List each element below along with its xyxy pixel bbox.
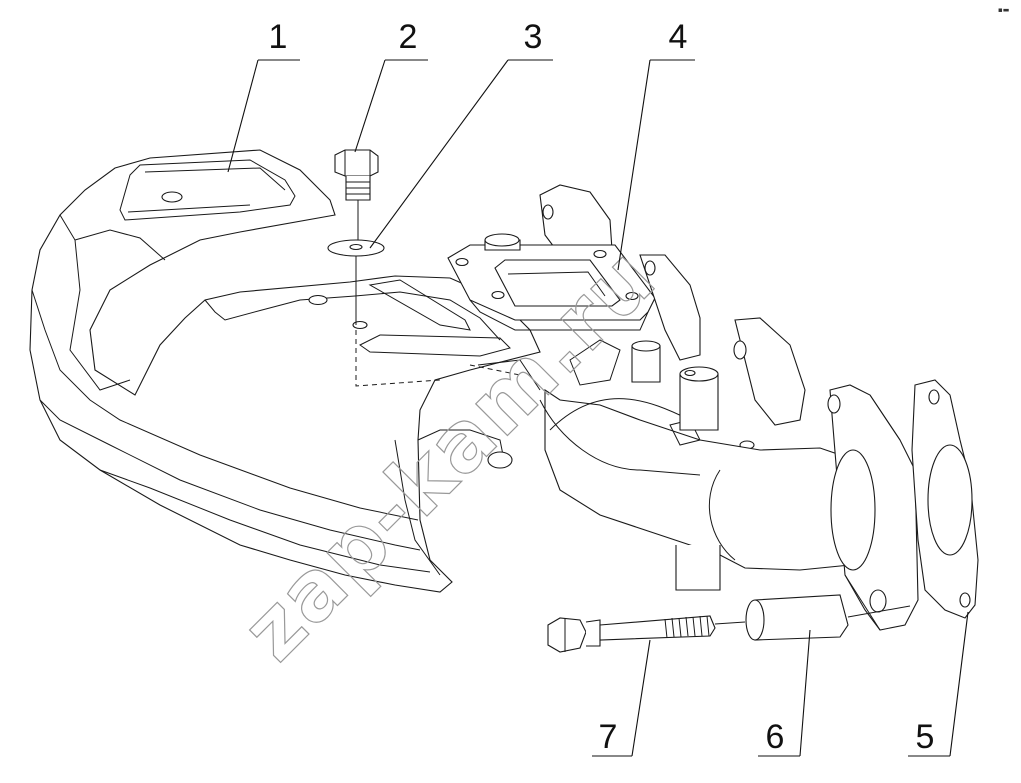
callout-labels: 1 2 3 4 5 6 7 <box>269 18 935 756</box>
exhaust-manifold <box>447 184 919 631</box>
flange-bolt <box>547 615 746 653</box>
washer <box>327 239 385 325</box>
callout-4: 4 <box>669 18 688 56</box>
callout-2: 2 <box>399 18 418 56</box>
spacer-sleeve <box>745 594 911 641</box>
gasket <box>911 379 979 619</box>
callout-7: 7 <box>599 718 618 756</box>
callout-5: 5 <box>916 718 935 756</box>
callout-1: 1 <box>269 18 288 56</box>
callout-3: 3 <box>524 18 543 56</box>
callout-leaders <box>227 59 969 757</box>
bolt-small <box>334 149 379 240</box>
heat-shield <box>29 149 541 593</box>
corner-mark: ▪▬ <box>998 6 1009 14</box>
callout-6: 6 <box>766 718 785 756</box>
hidden-lines <box>355 330 521 387</box>
